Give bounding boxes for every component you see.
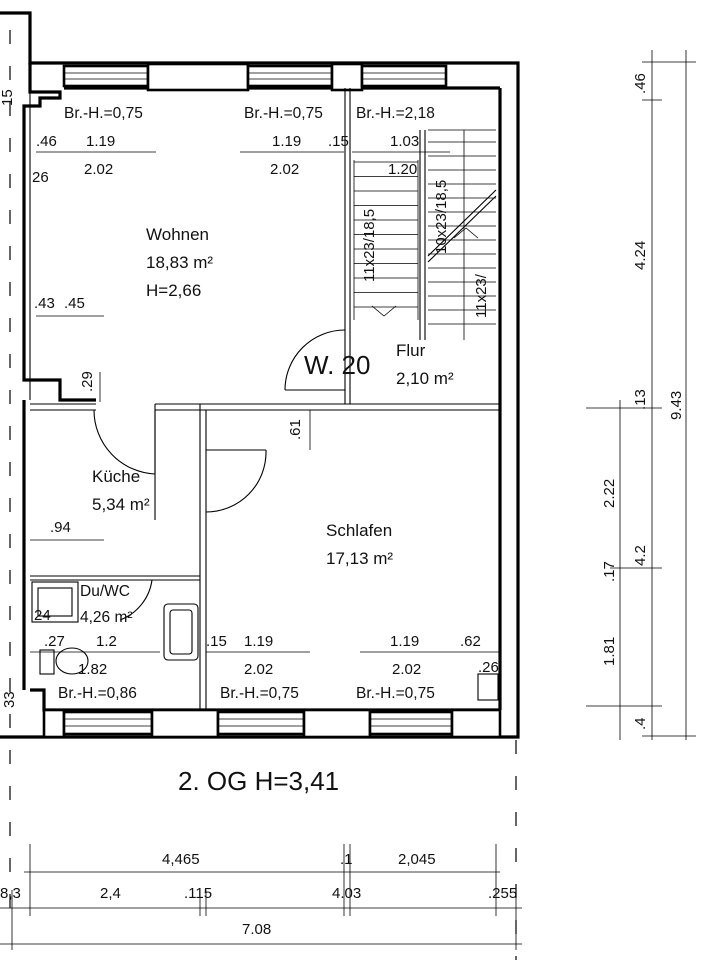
inner-dim: .62 (460, 633, 481, 650)
interior-dimension-lines (30, 151, 500, 653)
bottom-dim: 8,3 (0, 885, 21, 902)
bottom-dim: .115 (184, 885, 212, 902)
right-dimension-lines (586, 50, 696, 740)
bottom-dim: .255 (488, 885, 517, 902)
bottom-dim: 2,045 (398, 851, 436, 868)
right-dim: 1.81 (601, 637, 618, 666)
right-dim: .17 (601, 561, 618, 582)
windows-bottom (42, 708, 502, 739)
bottom-dim: 4,465 (162, 851, 200, 868)
parapet-label: Br.-H.=0,75 (220, 685, 299, 702)
window-dim: 1.82 (78, 661, 107, 678)
inner-dim: .94 (50, 519, 71, 536)
window-dim: 1.03 (390, 133, 419, 150)
room-name-wohnen: Wohnen (146, 225, 209, 244)
parapet-label: Br.-H.=2,18 (356, 105, 435, 122)
windows-top (62, 62, 448, 92)
stair-label: 10x23/18,5 (433, 180, 450, 254)
inner-dim: 26 (32, 169, 49, 186)
stair-label: 11x23/ (473, 273, 490, 318)
inner-dim: .61 (287, 419, 304, 440)
window-dim: 2.02 (392, 661, 421, 678)
window-dim: 1.19 (390, 633, 419, 650)
inner-dim: 33 (1, 691, 18, 708)
inner-dim: .26 (478, 659, 499, 676)
parapet-label: Br.-H.=0,86 (58, 685, 137, 702)
window-dim: 1.20 (388, 161, 417, 178)
right-dim: 2.22 (601, 479, 618, 508)
room-name-schlafen: Schlafen (326, 521, 392, 540)
right-dim: 9.43 (668, 391, 685, 420)
inner-dim: .43 (34, 295, 55, 312)
window-dim: 1.19 (272, 133, 301, 150)
room-area-schlafen: 17,13 m² (326, 549, 393, 568)
inner-dim: .27 (44, 633, 65, 650)
window-dim: 2.02 (244, 661, 273, 678)
bottom-dim: 2,4 (100, 885, 121, 902)
room-height-wohnen: H=2,66 (146, 281, 201, 300)
inner-dim: .46 (36, 133, 57, 150)
room-area-wohnen: 18,83 m² (146, 253, 213, 272)
room-name-flur: Flur (396, 341, 426, 360)
inner-dim: .15 (328, 133, 349, 150)
right-dim: 4.2 (632, 545, 649, 566)
window-dim: 1.19 (86, 133, 115, 150)
room-area-kueche: 5,34 m² (92, 495, 150, 514)
bottom-dim: .1 (340, 851, 353, 868)
room-name-bad: Du/WC (80, 583, 130, 600)
inner-dim: .45 (64, 295, 85, 312)
room-name-kueche: Küche (92, 467, 140, 486)
inner-dim: .29 (79, 371, 96, 392)
bottom-dim: 7.08 (242, 921, 271, 938)
room-area-flur: 2,10 m² (396, 369, 454, 388)
room-area-bad: 4,26 m² (80, 609, 133, 626)
inner-dim: 24 (34, 607, 51, 624)
stair-label: 11x23/18,5 (361, 209, 378, 282)
right-dim: .4 (632, 717, 649, 730)
bottom-dim: 4.03 (332, 885, 361, 902)
parapet-label: Br.-H.=0,75 (244, 105, 323, 122)
inner-dim: .15 (206, 633, 227, 650)
bathroom-fixtures (31, 581, 499, 701)
unit-number: W. 20 (304, 350, 370, 380)
doors (93, 329, 346, 621)
window-dim: 2.02 (84, 161, 113, 178)
right-dim: 4.24 (632, 241, 649, 270)
window-dim: 1.2 (96, 633, 117, 650)
staircase (353, 129, 497, 340)
bottom-dimension-lines (0, 844, 522, 950)
floor-title: 2. OG H=3,41 (178, 766, 339, 796)
parapet-label: Br.-H.=0,75 (356, 685, 435, 702)
right-dim: .13 (632, 389, 649, 410)
parapet-label: Br.-H.=0,75 (64, 105, 143, 122)
inner-dim: 15 (0, 89, 16, 106)
window-dim: 2.02 (270, 161, 299, 178)
right-dim: .46 (632, 73, 649, 94)
exterior-walls (0, 11, 520, 739)
window-dim: 1.19 (244, 633, 273, 650)
